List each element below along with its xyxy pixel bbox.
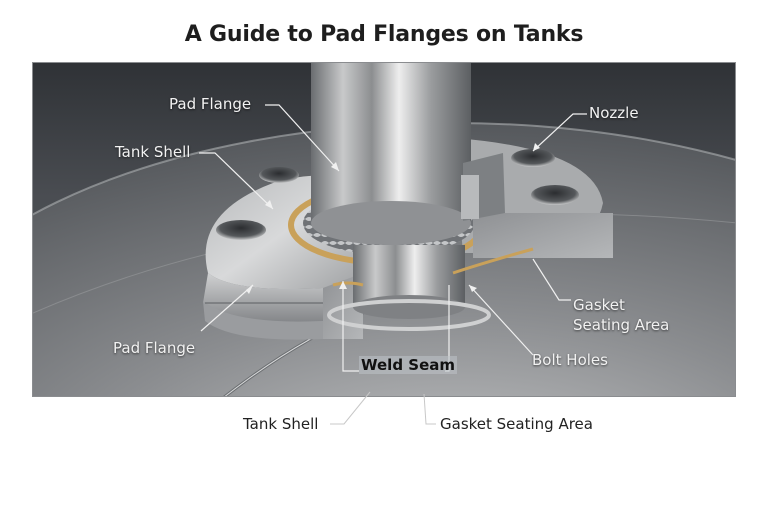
label-pad-flange-bottom: Pad Flange xyxy=(113,339,196,357)
pad-flange-illustration: Pad Flange Tank Shell Nozzle Gasket Seat… xyxy=(32,62,736,397)
page-title: A Guide to Pad Flanges on Tanks xyxy=(184,22,584,47)
label-gasket-seating-right: Gasket Seating Area xyxy=(573,296,669,334)
illustration-graphic xyxy=(33,63,735,396)
label-bolt-holes: Bolt Holes xyxy=(532,351,608,369)
caption-tank-shell: Tank Shell xyxy=(243,415,319,433)
label-weld-seam: Weld Seam xyxy=(359,356,458,374)
caption-gasket-seating-area: Gasket Seating Area xyxy=(440,415,593,433)
label-pad-flange-top: Pad Flange xyxy=(169,95,252,113)
label-nozzle: Nozzle xyxy=(589,104,639,122)
label-tank-shell-left: Tank Shell xyxy=(115,143,191,161)
label-gasket-line1: Gasket xyxy=(573,296,625,314)
label-gasket-line2: Seating Area xyxy=(573,316,670,334)
